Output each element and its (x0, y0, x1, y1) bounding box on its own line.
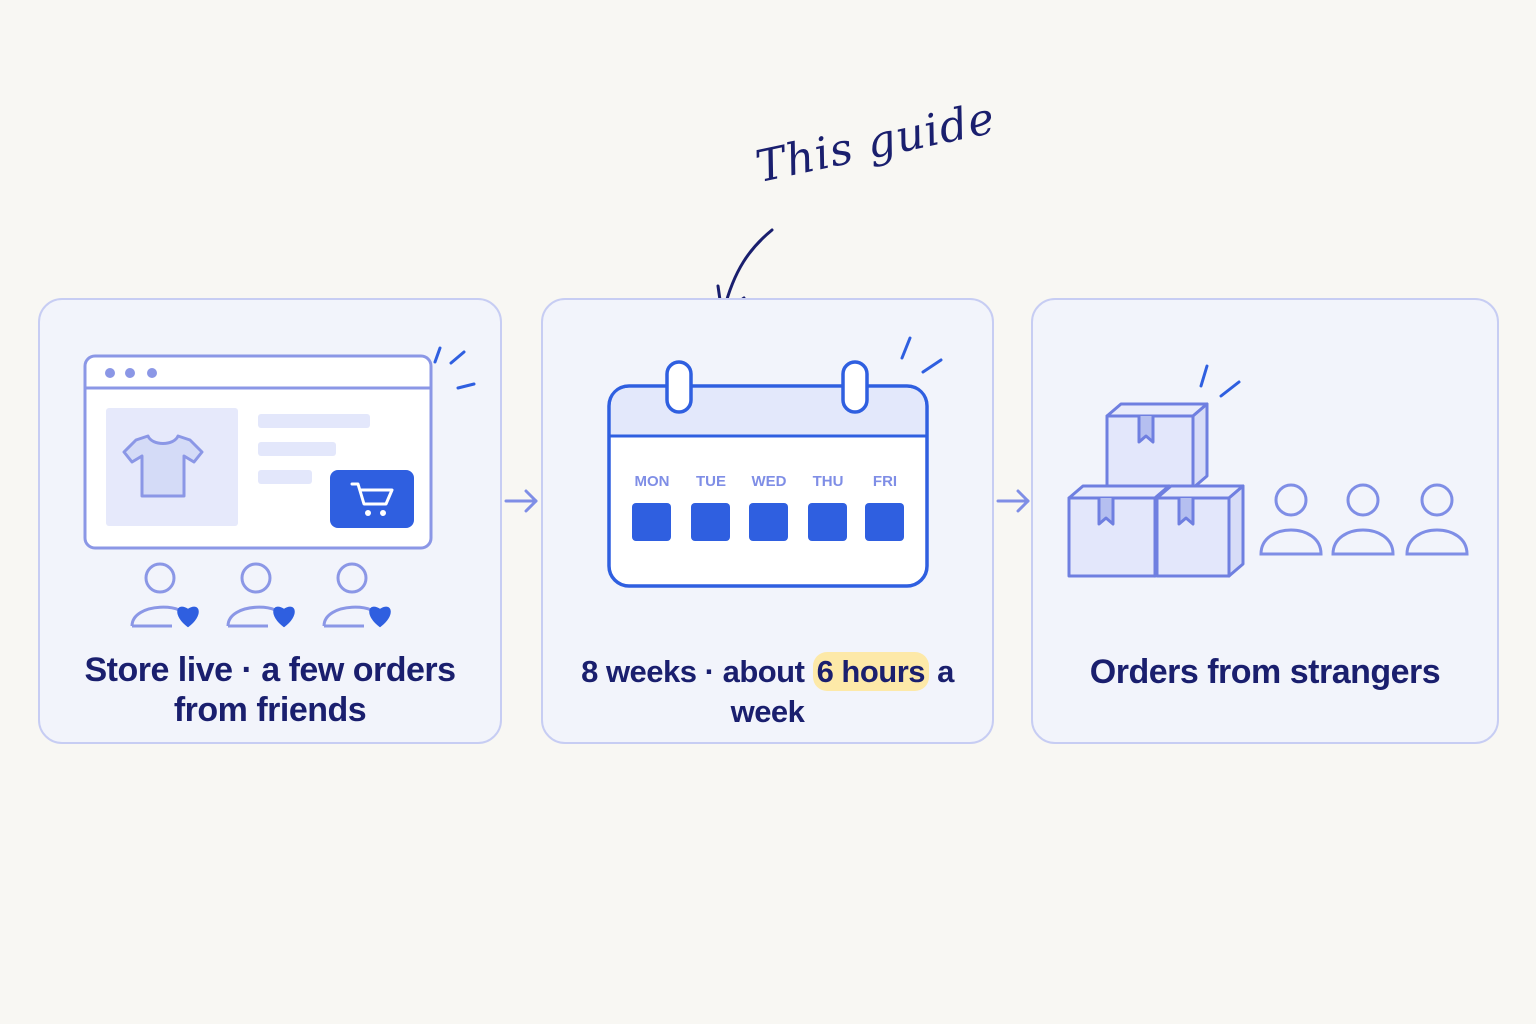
orders-illustration (1067, 364, 1469, 578)
weekday-label: MON (635, 473, 670, 490)
sparkle-icon (1199, 364, 1241, 398)
store-illustration (83, 346, 476, 628)
flow-arrow-icon (996, 489, 1030, 513)
friend-heart-icon (322, 562, 391, 628)
caption-pre: 8 weeks · about (581, 654, 813, 689)
caption-post: a week (730, 654, 955, 729)
day-block (632, 503, 671, 541)
weekday-label: TUE (696, 473, 726, 490)
stranger-icon (1331, 483, 1395, 556)
step-strangers: Orders from strangers (1031, 298, 1499, 744)
stranger-icon (1405, 483, 1469, 556)
friend-heart-icon (226, 562, 295, 628)
caption-line-1: Store live · a few orders (84, 651, 456, 689)
calendar-icon (607, 360, 929, 588)
sparkle-icon (900, 336, 943, 374)
step-eight-weeks: MON TUE WED THU FRI 8 weeks · about 6 ho… (541, 298, 994, 744)
caption-highlight: 6 hours (812, 652, 930, 691)
calendar-illustration: MON TUE WED THU FRI (607, 336, 943, 588)
caption-line-2: from friends (173, 691, 367, 729)
step-caption: Orders from strangers (1089, 653, 1441, 691)
flow-arrow-icon (504, 489, 538, 513)
day-block (691, 503, 730, 541)
day-block (808, 503, 847, 541)
day-block (865, 503, 904, 541)
sparkle-icon (433, 346, 476, 390)
stacked-boxes-icon (1067, 402, 1245, 578)
step-caption: 8 weeks · about 6 hours a week (543, 652, 992, 732)
weekday-label: THU (813, 473, 844, 490)
step-caption: Store live · a few orders from friends (40, 650, 500, 730)
friend-heart-icon (130, 562, 199, 628)
cart-button-icon (330, 470, 414, 528)
day-block (749, 503, 788, 541)
weekday-label: FRI (873, 473, 897, 490)
weekday-label: WED (752, 473, 787, 490)
step-store-live: Store live · a few orders from friends (38, 298, 502, 744)
stranger-icon (1259, 483, 1323, 556)
